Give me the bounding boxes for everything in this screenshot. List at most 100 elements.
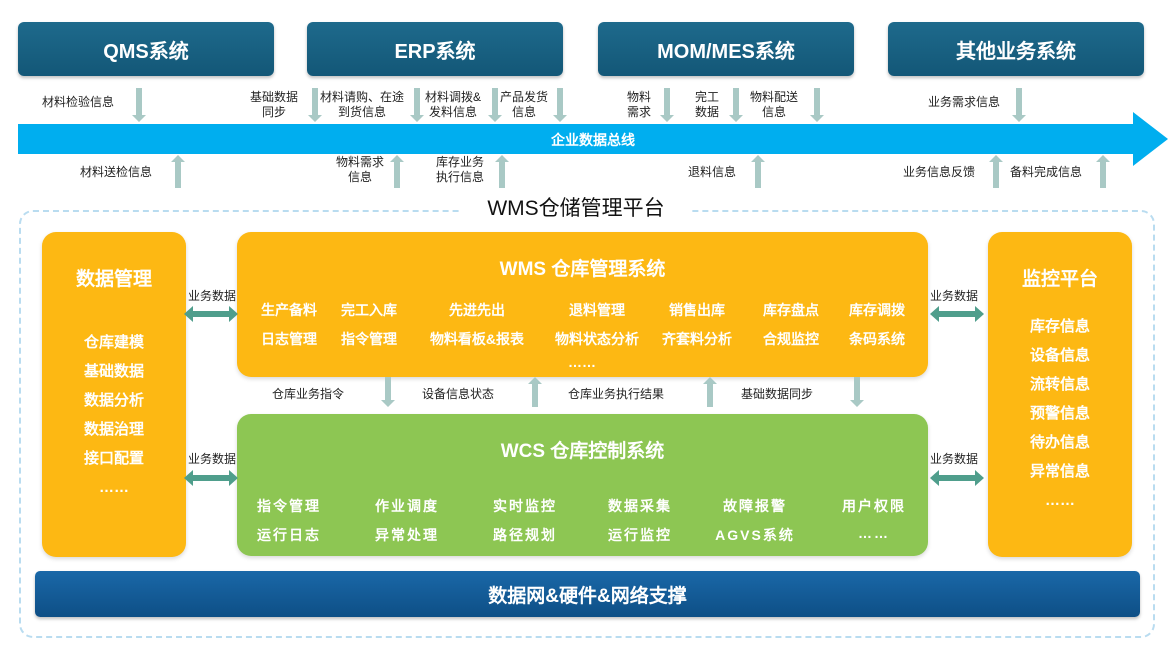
basic-data-sync-label: 基础数据同步	[741, 387, 814, 401]
monitor-platform-title: 监控平台	[1021, 269, 1098, 290]
system-to-bus-arrow	[410, 88, 424, 122]
bus-to-system-arrow	[1096, 155, 1110, 188]
system-to-bus-arrow	[810, 88, 824, 122]
wms-function-item: 物料状态分析	[555, 331, 639, 347]
business-data-label-dm-wcs: 业务数据	[188, 452, 237, 466]
data-management-item: 接口配置	[83, 450, 144, 467]
data-management-item: 基础数据	[83, 363, 144, 380]
infrastructure-support-bar: 数据网&硬件&网络支撑	[35, 571, 1140, 617]
wms-function-item: 日志管理	[261, 331, 317, 347]
warehouse-result-label: 仓库业务执行结果	[568, 387, 665, 401]
other-complete-label: 备料完成信息	[1010, 165, 1083, 179]
system-to-bus-arrow	[729, 88, 743, 122]
qms-send-inspection-label: 材料送检信息	[80, 165, 153, 179]
wcs-function-item: AGVS系统	[715, 527, 795, 543]
wms-function-item: 库存盘点	[763, 302, 819, 318]
wms-function-item: 先进先出	[449, 302, 505, 318]
erp-transfer-label: 材料调拨& 发料信息	[425, 90, 482, 119]
other-system-box: 其他业务系统	[888, 22, 1144, 76]
monitor-platform-item: 预警信息	[1029, 405, 1090, 422]
data-management-item: ……	[99, 479, 129, 496]
wms-function-item: 合规监控	[763, 331, 819, 347]
system-to-bus-arrow	[553, 88, 567, 122]
erp-basic-sync-label: 基础数据 同步	[250, 90, 299, 119]
bus-to-system-arrow	[989, 155, 1003, 188]
data-management-item: 数据治理	[83, 421, 144, 438]
wcs-function-item: 运行日志	[257, 527, 321, 543]
wms-function-item: 完工入库	[341, 302, 397, 318]
system-to-bus-arrow	[308, 88, 322, 122]
bus-to-system-arrow	[390, 155, 404, 188]
bus-to-system-arrow	[495, 155, 509, 188]
business-data-label-dm-wms: 业务数据	[188, 289, 237, 303]
wcs-function-item: 路径规划	[493, 527, 557, 543]
wms-function-item: 齐套料分析	[662, 331, 732, 347]
mom-done-label: 完工 数据	[695, 90, 720, 119]
device-status-label: 设备信息状态	[422, 387, 495, 401]
business-data-label-wms-mon: 业务数据	[930, 289, 979, 303]
data-management-item: 数据分析	[83, 392, 144, 409]
wms-to-wcs-sync-arrow	[850, 377, 864, 407]
enterprise-data-bus-arrow	[18, 112, 1168, 166]
monitor-platform-panel: 监控平台 库存信息设备信息流转信息预警信息待办信息异常信息……	[988, 232, 1132, 557]
monitor-platform-item: 待办信息	[1029, 434, 1090, 451]
mom-return-label: 退料信息	[688, 165, 737, 179]
data-management-list: 仓库建模基础数据数据分析数据治理接口配置 ……	[42, 328, 186, 502]
wms-to-wcs-command-arrow	[381, 377, 395, 407]
erp-system-label: ERP系统	[394, 40, 476, 63]
bus-to-system-arrow	[171, 155, 185, 188]
erp-inventory-exec-label: 库存业务 执行信息	[436, 155, 485, 184]
wcs-to-wms-device-arrow	[528, 377, 542, 407]
qms-inspection-info-label: 材料检验信息	[42, 95, 115, 109]
wcs-function-item: 实时监控	[493, 498, 557, 514]
data-management-item: 仓库建模	[83, 334, 144, 351]
qms-system-box: QMS系统	[18, 22, 274, 76]
wcs-function-item: 指令管理	[257, 498, 321, 514]
wms-system-title: WMS 仓库管理系统	[499, 259, 666, 280]
wms-function-item: 库存调拨	[849, 302, 905, 318]
mom-mes-system-box: MOM/MES系统	[598, 22, 854, 76]
wcs-to-wms-result-arrow	[703, 377, 717, 407]
wms-function-item: 指令管理	[341, 331, 397, 347]
warehouse-command-label: 仓库业务指令	[272, 387, 345, 401]
system-to-bus-arrow	[660, 88, 674, 122]
erp-purchase-label: 材料请购、在途 到货信息	[320, 90, 405, 119]
wcs-system-title: WCS 仓库控制系统	[500, 441, 665, 462]
mom-dist-label: 物料配送 信息	[750, 90, 799, 119]
infrastructure-support-label: 数据网&硬件&网络支撑	[488, 585, 687, 607]
business-data-label-wcs-mon: 业务数据	[930, 452, 979, 466]
wcs-function-item: 故障报警	[723, 498, 787, 514]
wms-monitor-double-arrow	[930, 306, 984, 322]
system-to-bus-arrow	[488, 88, 502, 122]
wms-more-items: ……	[568, 354, 596, 370]
wcs-function-item: 用户权限	[842, 498, 906, 514]
wms-function-item: 物料看板&报表	[429, 331, 525, 347]
monitor-platform-item: 设备信息	[1029, 347, 1090, 364]
erp-ship-label: 产品发货 信息	[500, 90, 549, 119]
wcs-function-item: 运行监控	[608, 527, 672, 543]
wms-function-item: 退料管理	[569, 302, 625, 318]
qms-system-label: QMS系统	[103, 40, 189, 63]
monitor-platform-item: 异常信息	[1029, 463, 1090, 480]
wms-function-item: 条码系统	[849, 331, 905, 347]
data-management-title: 数据管理	[75, 269, 152, 290]
wcs-function-item: 数据采集	[608, 498, 672, 514]
mom-mes-system-label: MOM/MES系统	[657, 40, 795, 63]
wcs-function-item: 异常处理	[375, 527, 439, 543]
wms-function-item: 销售出库	[669, 302, 725, 318]
bus-to-system-arrow	[751, 155, 765, 188]
wcs-system-panel: WCS 仓库控制系统 指令管理 作业调度 实时监控 数据采集 故障报警 用户权限运行日志 异…	[237, 414, 928, 556]
other-system-label: 其他业务系统	[956, 40, 1076, 63]
other-feedback-label: 业务信息反馈	[903, 165, 976, 179]
monitor-platform-list: 库存信息设备信息流转信息预警信息待办信息异常信息……	[988, 312, 1132, 515]
monitor-platform-item: 流转信息	[1029, 376, 1090, 393]
wms-system-panel: WMS 仓库管理系统 生产备料 完工入库 先进先出 退料管理 销售出库 库存盘点 库存调拨日…	[237, 232, 928, 377]
wms-function-item: 生产备料	[261, 302, 317, 318]
dm-wcs-double-arrow	[184, 470, 238, 486]
data-management-panel: 数据管理 仓库建模基础数据数据分析数据治理接口配置 ……	[42, 232, 186, 557]
erp-system-box: ERP系统	[307, 22, 563, 76]
wcs-function-item: 作业调度	[375, 498, 439, 514]
enterprise-data-bus-label: 企业数据总线	[551, 132, 635, 148]
mom-demand-label: 物料 需求	[627, 90, 652, 119]
other-demand-label: 业务需求信息	[928, 95, 1001, 109]
